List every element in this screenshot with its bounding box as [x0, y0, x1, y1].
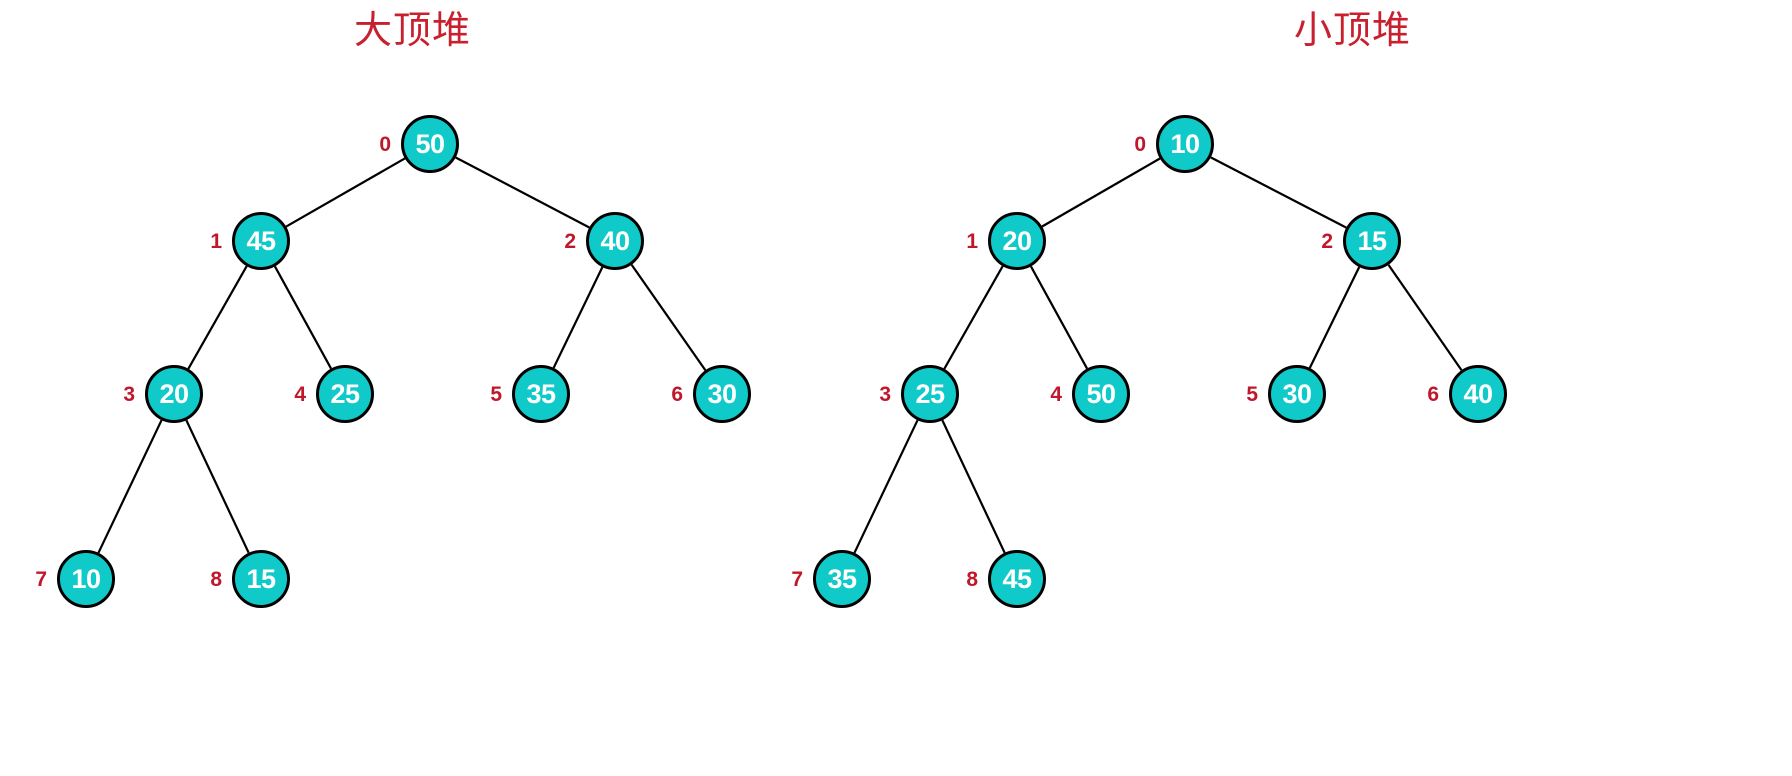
tree-title-min-heap: 小顶堆 — [1294, 10, 1412, 52]
tree-edge — [455, 156, 590, 229]
node-index-label: 7 — [791, 568, 803, 591]
tree-edge — [1308, 266, 1361, 369]
tree-edge — [1029, 265, 1089, 370]
heap-node[interactable]: 50 — [401, 115, 459, 173]
heap-node[interactable]: 10 — [57, 550, 115, 608]
heap-node[interactable]: 10 — [1156, 115, 1214, 173]
node-index-label: 4 — [1050, 383, 1062, 406]
heap-node[interactable]: 45 — [988, 550, 1046, 608]
node-index-label: 0 — [379, 133, 391, 156]
tree-edge — [97, 419, 163, 554]
heap-node[interactable]: 20 — [988, 212, 1046, 270]
node-index-label: 8 — [210, 568, 222, 591]
tree-edge — [941, 419, 1006, 554]
heap-node[interactable]: 15 — [232, 550, 290, 608]
heap-node[interactable]: 45 — [232, 212, 290, 270]
tree-edge — [943, 265, 1004, 370]
tree-edge — [552, 266, 604, 369]
heap-node[interactable]: 50 — [1072, 365, 1130, 423]
node-index-label: 1 — [210, 230, 222, 253]
node-index-label: 1 — [966, 230, 978, 253]
tree-edge — [185, 419, 250, 554]
heap-node[interactable]: 40 — [586, 212, 644, 270]
tree-edge — [1210, 156, 1347, 229]
heap-node[interactable]: 25 — [901, 365, 959, 423]
heap-node[interactable]: 40 — [1449, 365, 1507, 423]
heap-node[interactable]: 35 — [512, 365, 570, 423]
tree-title-max-heap: 大顶堆 — [354, 10, 472, 52]
node-index-label: 4 — [294, 383, 306, 406]
node-index-label: 5 — [1246, 383, 1258, 406]
heap-node[interactable]: 20 — [145, 365, 203, 423]
node-index-label: 2 — [564, 230, 576, 253]
node-index-label: 3 — [879, 383, 891, 406]
node-index-label: 2 — [1321, 230, 1333, 253]
tree-edge — [273, 265, 333, 370]
heap-node[interactable]: 15 — [1343, 212, 1401, 270]
tree-edge — [853, 419, 919, 554]
heap-node[interactable]: 30 — [693, 365, 751, 423]
heap-node[interactable]: 30 — [1268, 365, 1326, 423]
heap-node[interactable]: 25 — [316, 365, 374, 423]
tree-edge — [630, 264, 707, 371]
node-index-label: 6 — [1427, 383, 1439, 406]
heap-node[interactable]: 35 — [813, 550, 871, 608]
node-index-label: 8 — [966, 568, 978, 591]
tree-edge — [1387, 264, 1463, 371]
tree-edge — [1041, 157, 1161, 228]
node-index-label: 6 — [671, 383, 683, 406]
node-index-label: 0 — [1134, 133, 1146, 156]
node-index-label: 3 — [123, 383, 135, 406]
node-index-label: 5 — [490, 383, 502, 406]
node-index-label: 7 — [35, 568, 47, 591]
tree-edge — [285, 157, 406, 228]
tree-edge — [187, 265, 248, 370]
